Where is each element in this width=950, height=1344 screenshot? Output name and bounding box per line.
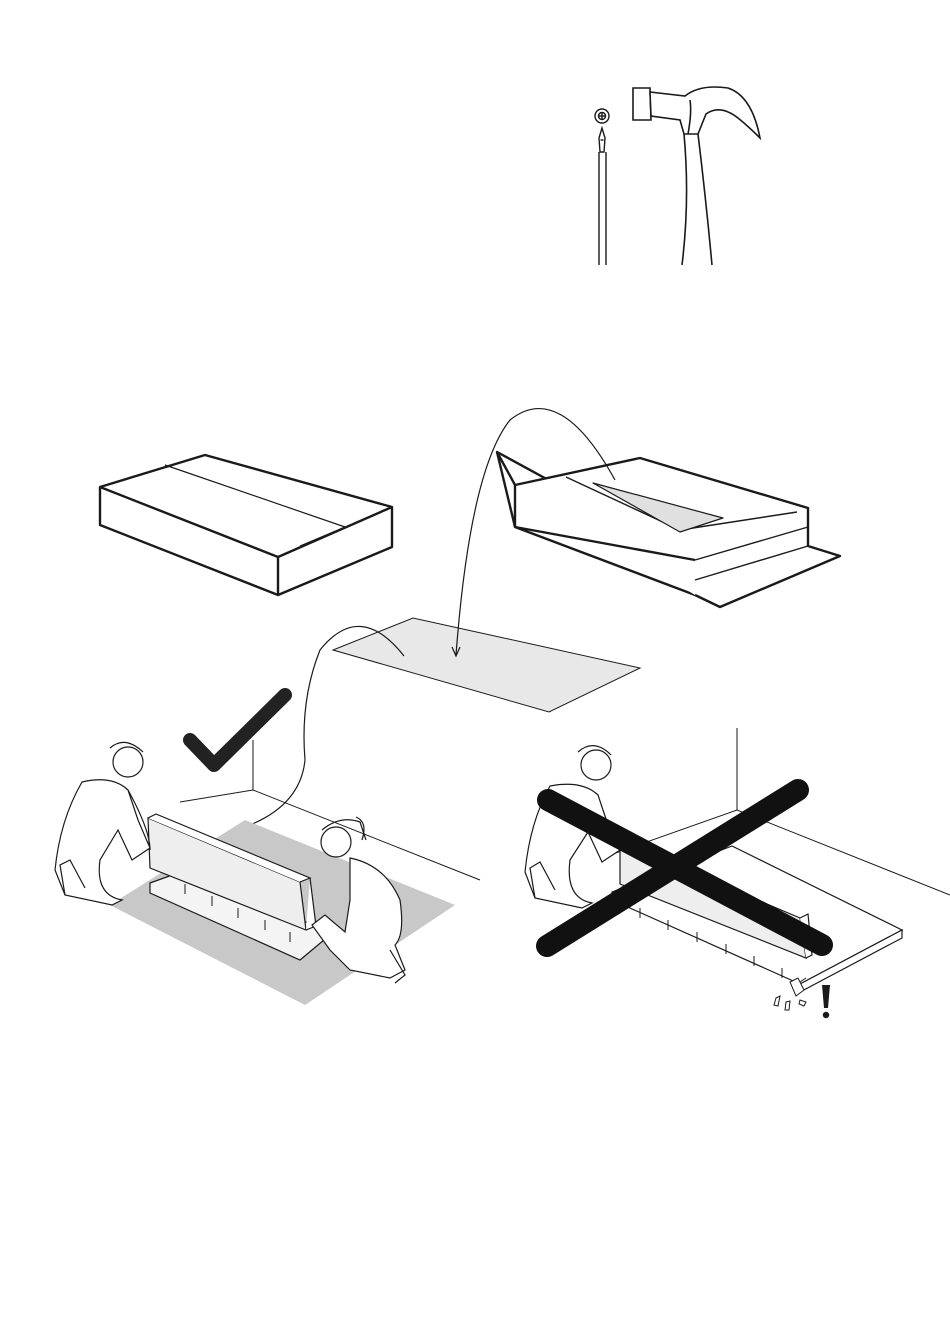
- phillips-screwdriver-icon: [595, 109, 609, 265]
- warning-exclamation-icon: [822, 985, 830, 1018]
- claw-hammer-icon: [633, 87, 760, 265]
- closed-box-icon: [100, 455, 392, 595]
- open-box-icon: [497, 452, 840, 607]
- man-figure: [55, 742, 150, 905]
- tools-group: [595, 87, 760, 265]
- correct-assembly-scene: [55, 740, 480, 1005]
- checkmark-icon: [190, 695, 285, 765]
- incorrect-assembly-scene: [525, 728, 950, 1018]
